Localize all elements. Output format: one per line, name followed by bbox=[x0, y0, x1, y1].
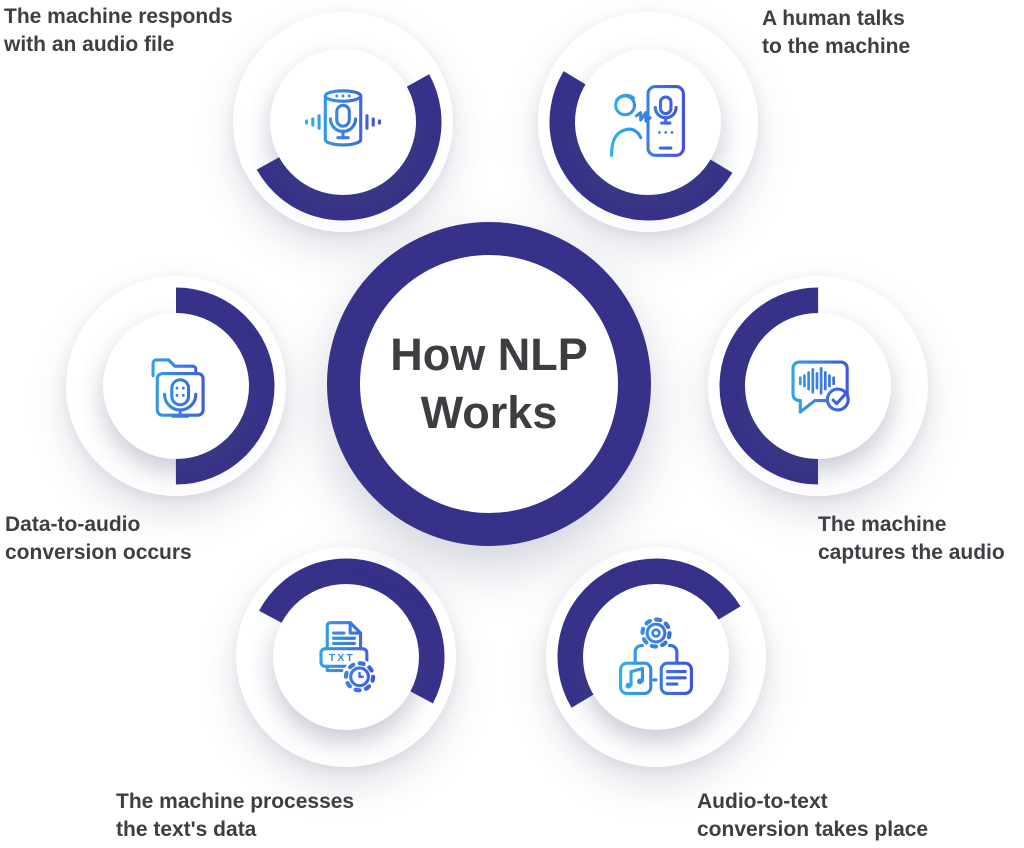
node-machine-responds bbox=[233, 12, 453, 232]
label-line: Audio-to-text bbox=[697, 790, 828, 813]
center-circle: How NLP Works bbox=[327, 222, 651, 546]
label-audio-to-text: Audio-to-text conversion takes place bbox=[697, 788, 928, 844]
label-machine-captures: The machine captures the audio bbox=[818, 511, 1005, 567]
node-arc bbox=[244, 23, 442, 221]
label-line: Data-to-audio bbox=[5, 513, 141, 536]
title-line: Works bbox=[420, 387, 558, 438]
human-talks-phone-icon bbox=[609, 85, 685, 157]
icon-circle bbox=[575, 49, 721, 195]
node-arc bbox=[719, 287, 917, 485]
diagram-title: How NLP Works bbox=[390, 326, 588, 441]
audio-to-text-gear-icon bbox=[619, 617, 693, 696]
speech-bubble-waveform-check-icon bbox=[791, 360, 850, 414]
node-arc bbox=[549, 23, 747, 221]
label-machine-responds: The machine responds with an audio file bbox=[4, 3, 233, 59]
label-line: The machine responds bbox=[4, 5, 233, 28]
node-machine-processes: TXT bbox=[236, 547, 456, 767]
label-human-talks: A human talks to the machine bbox=[762, 5, 910, 61]
smart-speaker-icon bbox=[304, 89, 382, 147]
icon-circle bbox=[745, 313, 891, 459]
node-human-talks bbox=[538, 12, 758, 232]
title-line: How NLP bbox=[390, 329, 588, 381]
node-arc bbox=[77, 287, 275, 485]
node-data-to-audio bbox=[66, 276, 286, 496]
node-audio-to-text bbox=[546, 547, 766, 767]
node-arc bbox=[247, 558, 445, 756]
txt-document-gear-icon: TXT bbox=[319, 621, 377, 694]
icon-circle bbox=[270, 49, 416, 195]
folder-microphone-icon bbox=[151, 358, 205, 418]
label-machine-processes: The machine processes the text's data bbox=[116, 788, 354, 844]
label-line: A human talks bbox=[762, 7, 905, 30]
label-line: The machine bbox=[818, 513, 947, 536]
label-line: conversion occurs bbox=[5, 540, 192, 564]
txt-label: TXT bbox=[329, 653, 355, 664]
label-line: captures the audio bbox=[818, 540, 1005, 564]
label-line: conversion takes place bbox=[697, 817, 929, 841]
icon-circle: TXT bbox=[273, 584, 419, 730]
node-machine-captures bbox=[708, 276, 928, 496]
node-arc bbox=[557, 558, 755, 756]
label-line: to the machine bbox=[762, 34, 911, 58]
label-line: with an audio file bbox=[4, 32, 175, 56]
label-data-to-audio: Data-to-audio conversion occurs bbox=[5, 511, 192, 567]
label-line: the text's data bbox=[116, 817, 257, 841]
icon-circle bbox=[103, 313, 249, 459]
icon-circle bbox=[583, 584, 729, 730]
label-line: The machine processes bbox=[116, 790, 355, 813]
